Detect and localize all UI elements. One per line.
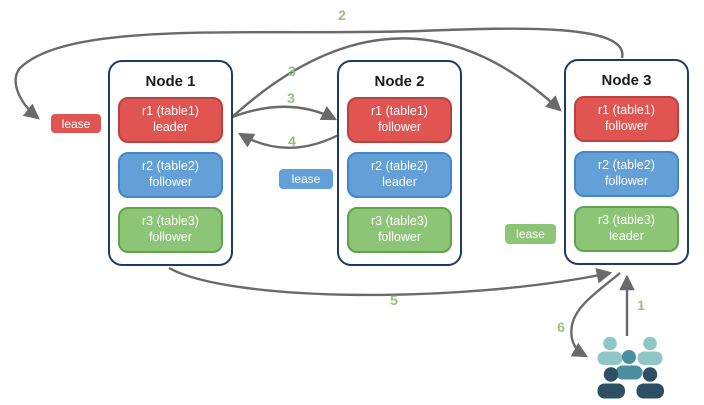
node-2: Node 2 r1 (table1) follower r2 (table2) … — [337, 60, 462, 266]
replica-role: follower — [148, 230, 193, 244]
node-1-replica-r3: r3 (table3) follower — [118, 207, 223, 253]
node-1: Node 1 r1 (table1) leader r2 (table2) fo… — [108, 60, 233, 266]
replica-range: r2 (table2) — [371, 159, 428, 174]
replica-range: r2 (table2) — [142, 159, 199, 174]
node-2-replica-r1: r1 (table1) follower — [347, 97, 452, 143]
node-3: Node 3 r1 (table1) follower r2 (table2) … — [564, 59, 689, 265]
step-label-1: 1 — [637, 297, 645, 313]
node-3-replica-r1: r1 (table1) follower — [574, 96, 679, 142]
lease-badge-r2: lease — [277, 167, 335, 191]
step-label-3a: 3 — [288, 63, 296, 79]
users-group-icon — [597, 336, 664, 399]
replica-range: r1 (table1) — [371, 104, 428, 119]
arrow-3-to-node2-path — [229, 105, 338, 121]
node-1-replica-r2: r2 (table2) follower — [118, 152, 223, 198]
replica-role: follower — [604, 119, 649, 133]
node-3-replica-r3: r3 (table3) leader — [574, 206, 679, 252]
step-label-5: 5 — [390, 292, 398, 308]
replica-role: leader — [382, 175, 417, 189]
replica-range: r3 (table3) — [598, 213, 655, 228]
replica-role: follower — [377, 230, 422, 244]
node-3-title: Node 3 — [601, 72, 652, 89]
replica-role: leader — [153, 120, 188, 134]
replica-range: r3 (table3) — [371, 214, 428, 229]
node-2-replica-r3: r3 (table3) follower — [347, 207, 452, 253]
node-2-replica-r2: r2 (table2) leader — [347, 152, 452, 198]
replica-role: follower — [148, 175, 193, 189]
node-1-replica-r1: r1 (table1) leader — [118, 97, 223, 143]
replica-role: leader — [609, 229, 644, 243]
step-label-6: 6 — [557, 319, 565, 335]
node-2-title: Node 2 — [374, 73, 425, 90]
lease-badge-r1: lease — [49, 112, 103, 135]
replica-range: r1 (table1) — [142, 104, 199, 119]
arrow-5-path — [168, 266, 613, 297]
replica-range: r1 (table1) — [598, 103, 655, 118]
step-label-2: 2 — [338, 7, 346, 23]
replica-role: follower — [604, 174, 649, 188]
lease-badge-r3: lease — [503, 222, 558, 246]
replica-range: r3 (table3) — [142, 214, 199, 229]
node-1-title: Node 1 — [145, 73, 196, 90]
step-label-4: 4 — [288, 133, 296, 149]
replica-role: follower — [377, 120, 422, 134]
step-label-3b: 3 — [287, 90, 295, 106]
arrow-2-path — [14, 27, 624, 120]
node-3-replica-r2: r2 (table2) follower — [574, 151, 679, 197]
replica-range: r2 (table2) — [598, 158, 655, 173]
